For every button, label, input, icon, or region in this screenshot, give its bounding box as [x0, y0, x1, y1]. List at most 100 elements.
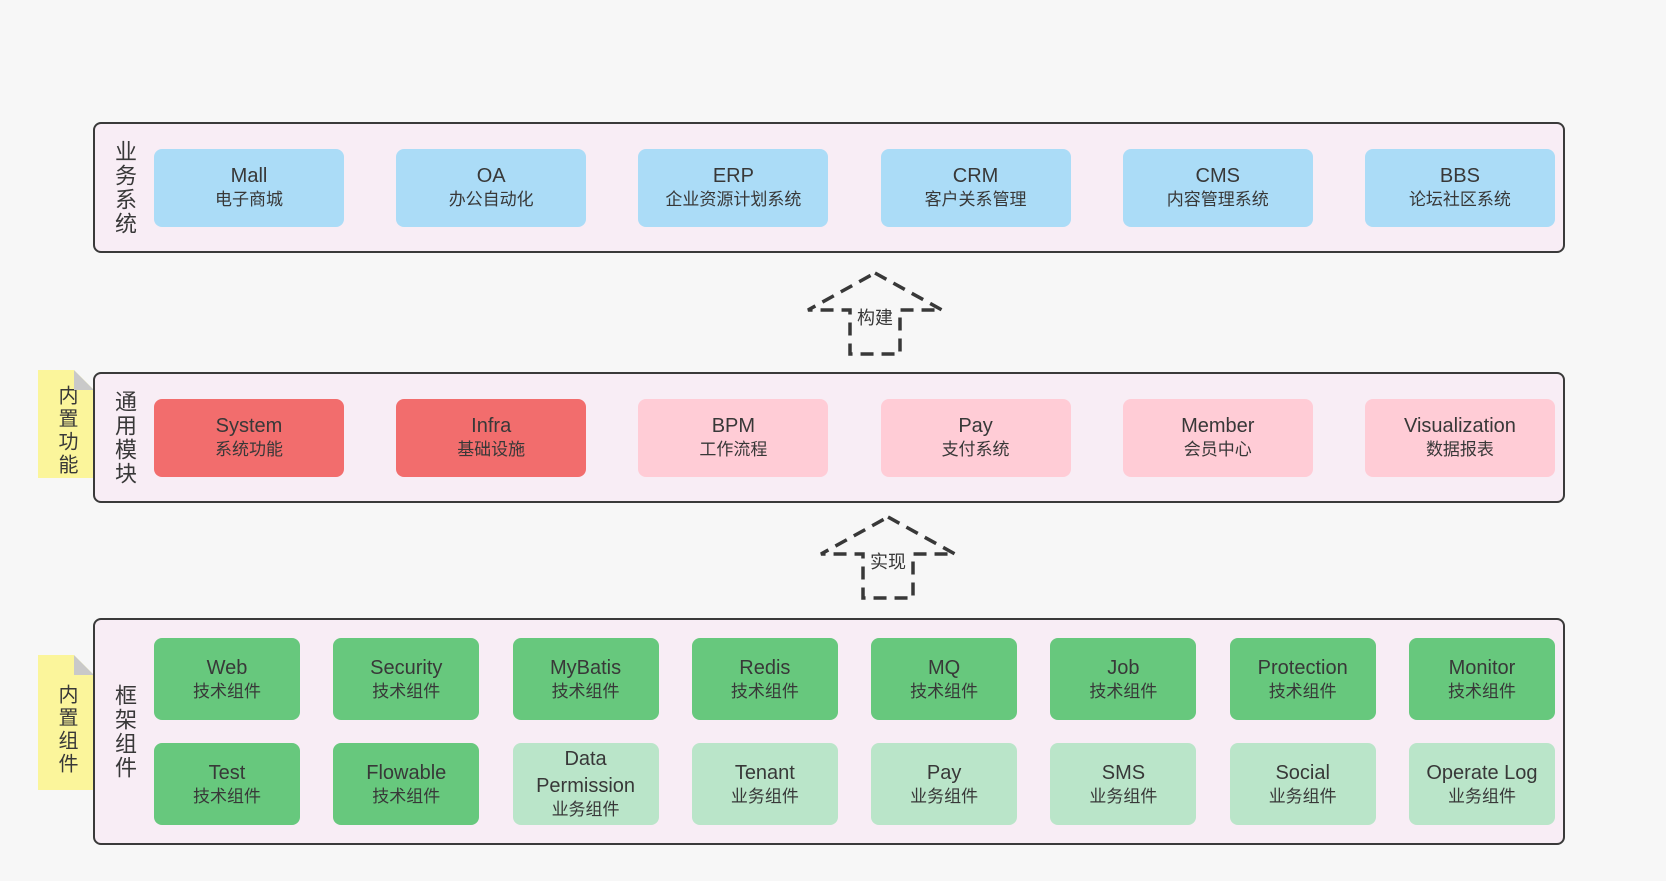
diagram-box: Web 技术组件 [154, 638, 300, 720]
box-subtitle: 技术组件 [1447, 681, 1516, 701]
diagram-box: Pay 支付系统 [880, 398, 1071, 477]
diagram-box: MyBatis 技术组件 [512, 638, 659, 720]
diagram-box: Social 业务组件 [1229, 743, 1376, 825]
business-box-row: Mall 电子商城 OA 办公自动化 ERP 企业资源计划系统 CRM 客户关系… [153, 148, 1563, 227]
box-subtitle: 业务组件 [1268, 786, 1337, 806]
diagram-box: Monitor 技术组件 [1408, 638, 1555, 720]
box-subtitle: 技术组件 [193, 786, 261, 806]
box-subtitle: 会员中心 [1183, 440, 1252, 460]
components-row-2: Test 技术组件 Flowable 技术组件 Data Permission … [154, 743, 1555, 825]
box-subtitle: 业务组件 [910, 786, 979, 806]
box-title: Job [1107, 656, 1140, 679]
panel-label-text: 框架组件 [111, 683, 137, 780]
components-rows: Web 技术组件 Security 技术组件 MyBatis 技术组件 Redi… [153, 638, 1563, 825]
box-subtitle: 技术组件 [372, 786, 441, 806]
box-title: System [215, 415, 283, 438]
box-title: Redis [739, 656, 791, 679]
diagram-box: Pay 业务组件 [871, 743, 1018, 825]
sticky-fold-icon [74, 655, 94, 675]
panel-label-modules: 通用模块 [95, 374, 153, 501]
box-subtitle: 企业资源计划系统 [665, 190, 802, 210]
sticky-fold-icon [74, 370, 94, 390]
diagram-box: Member 会员中心 [1122, 398, 1313, 477]
box-title: Mall [230, 165, 268, 188]
diagram-box: Job 技术组件 [1050, 638, 1197, 720]
box-title: MyBatis [550, 656, 622, 679]
box-title: BPM [711, 415, 756, 438]
box-title: Protection [1257, 656, 1348, 679]
box-title: Test [208, 761, 246, 784]
box-subtitle: 技术组件 [372, 681, 441, 701]
box-subtitle: 工作流程 [699, 440, 768, 460]
diagram-box: Tenant 业务组件 [691, 743, 838, 825]
box-subtitle: 电子商城 [215, 190, 283, 210]
box-title: Data Permission [536, 748, 636, 797]
box-title: CMS [1195, 165, 1240, 188]
box-subtitle: 业务组件 [551, 800, 620, 820]
box-subtitle: 技术组件 [193, 681, 261, 701]
box-subtitle: 技术组件 [551, 681, 620, 701]
diagram-box: Visualization 数据报表 [1364, 398, 1555, 477]
box-subtitle: 系统功能 [215, 440, 283, 460]
diagram-box: CMS 内容管理系统 [1122, 148, 1313, 227]
business-systems-panel: 业务系统 Mall 电子商城 OA 办公自动化 ERP 企业资源计划系统 CRM… [93, 122, 1565, 253]
diagram-box: Security 技术组件 [333, 638, 480, 720]
box-title: Infra [471, 415, 512, 438]
sticky-note-builtin-components: 内置组件 [38, 655, 94, 790]
diagram-box: ERP 企业资源计划系统 [638, 148, 829, 227]
box-title: ERP [712, 165, 754, 188]
box-title: MQ [928, 656, 961, 679]
diagram-box: OA 办公自动化 [396, 148, 587, 227]
diagram-box: BPM 工作流程 [638, 398, 829, 477]
panel-label-business: 业务系统 [95, 124, 153, 251]
diagram-box: BBS 论坛社区系统 [1364, 148, 1555, 227]
implement-arrow: 实现 [818, 514, 958, 601]
box-subtitle: 业务组件 [730, 786, 799, 806]
box-title: Visualization [1403, 415, 1516, 438]
box-title: Monitor [1448, 656, 1516, 679]
diagram-box: Flowable 技术组件 [333, 743, 480, 825]
modules-box-row: System 系统功能 Infra 基础设施 BPM 工作流程 Pay 支付系统… [153, 398, 1563, 477]
diagram-box: Operate Log 业务组件 [1408, 743, 1555, 825]
box-title: Pay [926, 761, 962, 784]
implement-arrow-label: 实现 [867, 547, 909, 575]
box-title: Operate Log [1426, 761, 1538, 784]
common-modules-panel: 通用模块 System 系统功能 Infra 基础设施 BPM 工作流程 Pay… [93, 372, 1565, 503]
components-row-1: Web 技术组件 Security 技术组件 MyBatis 技术组件 Redi… [154, 638, 1555, 720]
box-title: Social [1275, 761, 1330, 784]
box-title: Web [206, 656, 248, 679]
box-subtitle: 内容管理系统 [1166, 190, 1269, 210]
box-title: Flowable [366, 761, 447, 784]
box-subtitle: 数据报表 [1425, 440, 1494, 460]
panel-label-text: 业务系统 [111, 139, 137, 236]
sticky-note-label: 内置功能 [55, 385, 77, 477]
box-title: OA [476, 165, 506, 188]
box-title: CRM [952, 165, 999, 188]
box-subtitle: 基础设施 [457, 440, 526, 460]
diagram-box: MQ 技术组件 [871, 638, 1018, 720]
panel-label-components: 框架组件 [95, 620, 153, 843]
diagram-box: Mall 电子商城 [154, 148, 344, 227]
diagram-box: Test 技术组件 [154, 743, 300, 825]
diagram-box: Infra 基础设施 [396, 398, 587, 477]
box-subtitle: 论坛社区系统 [1408, 190, 1511, 210]
box-title: Tenant [734, 761, 795, 784]
box-subtitle: 业务组件 [1447, 786, 1516, 806]
framework-components-panel: 框架组件 Web 技术组件 Security 技术组件 MyBatis 技术组件… [93, 618, 1565, 845]
diagram-box: SMS 业务组件 [1050, 743, 1197, 825]
box-title: Security [370, 656, 443, 679]
box-title: SMS [1101, 761, 1146, 784]
box-subtitle: 技术组件 [730, 681, 799, 701]
box-subtitle: 支付系统 [941, 440, 1010, 460]
sticky-note-builtin-features: 内置功能 [38, 370, 94, 478]
diagram-box: Protection 技术组件 [1229, 638, 1376, 720]
build-arrow-label: 构建 [854, 303, 896, 331]
diagram-box: System 系统功能 [154, 398, 344, 477]
box-title: Pay [958, 415, 993, 438]
panel-label-text: 通用模块 [111, 389, 137, 486]
box-subtitle: 办公自动化 [448, 190, 534, 210]
box-title: Member [1181, 415, 1255, 438]
diagram-box: Data Permission 业务组件 [512, 743, 659, 825]
box-subtitle: 技术组件 [1089, 681, 1158, 701]
box-subtitle: 技术组件 [1268, 681, 1337, 701]
